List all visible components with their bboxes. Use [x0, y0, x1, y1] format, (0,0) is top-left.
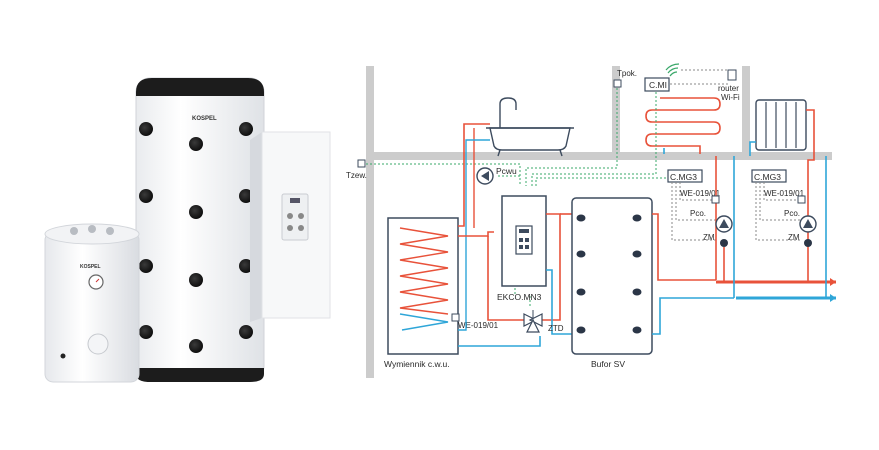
cmg-left-label: C.MG3 [670, 172, 697, 182]
tank-port [189, 205, 203, 219]
cmi-label: C.MI [649, 80, 667, 90]
valve-zm-left-icon [720, 239, 728, 247]
buffer-tank: Bufor SV [571, 197, 653, 369]
ztd-label: ZTD [548, 324, 564, 333]
tzew-label: Tzew. [346, 171, 367, 180]
installation-schema: Tpok. C.MI router Wi-Fi Tzew. [346, 63, 836, 378]
pcwu-label: Pcwu [496, 166, 517, 176]
we-sensor-left [711, 195, 720, 204]
tank-port [139, 122, 153, 136]
wifi-icon [665, 63, 680, 77]
dhw-exchanger: Wymiennik c.w.u. WE-019/01 [384, 217, 499, 369]
cmg-module-right [751, 169, 787, 183]
we-left-label: WE-019/01 [680, 189, 721, 198]
buffer-tank-brand: KOSPEL [192, 116, 217, 122]
product-photo: KOSPEL [44, 77, 331, 383]
router-icon [727, 69, 737, 81]
tank-port [189, 339, 203, 353]
flange-cover [87, 333, 109, 355]
tank-port [139, 325, 153, 339]
heating-circuit-right: C.MG3 WE-019/01 Pco. ZM [751, 156, 827, 298]
tpok-label: Tpok. [617, 69, 637, 78]
radiator-icon [749, 99, 815, 156]
wymiennik-label: Wymiennik c.w.u. [384, 359, 450, 369]
electric-boiler-product [250, 131, 331, 322]
we-boiler-label: WE-019/01 [458, 321, 499, 330]
ekco-boiler: EKCO.MN3 [497, 195, 547, 302]
pco-left-label: Pco. [690, 209, 706, 218]
dhw-tank-brand: KOSPEL [80, 264, 101, 270]
building-walls [366, 66, 832, 378]
we-sensor-right [797, 195, 806, 204]
tank-port [239, 325, 253, 339]
zm-right-label: ZM [788, 233, 800, 242]
tank-port [189, 273, 203, 287]
cmi-module [644, 77, 670, 92]
valve-zm-right-icon [804, 239, 812, 247]
buffer-tank-product: KOSPEL [135, 77, 265, 382]
tank-port [239, 122, 253, 136]
tank-port [239, 189, 253, 203]
router-label-2: Wi-Fi [721, 93, 740, 102]
we-sensor-boiler [451, 313, 460, 322]
tank-port [139, 259, 153, 273]
ekco-label: EKCO.MN3 [497, 292, 542, 302]
underfloor-heating-loop [645, 97, 721, 154]
tank-port [139, 189, 153, 203]
cmg-right-label: C.MG3 [754, 172, 781, 182]
tank-port [189, 137, 203, 151]
bufor-label: Bufor SV [591, 359, 625, 369]
heating-circuit-left: C.MG3 WE-019/01 Pco. ZM [667, 156, 735, 298]
router-label-1: router [718, 84, 739, 93]
bathtub-icon [486, 97, 574, 157]
room-sensor-icon [613, 79, 622, 88]
outdoor-sensor-icon [357, 159, 366, 168]
zm-left-label: ZM [703, 233, 715, 242]
three-way-valve-icon [523, 310, 543, 333]
tank-port [239, 259, 253, 273]
pco-right-label: Pco. [784, 209, 800, 218]
dhw-tank-product: KOSPEL [44, 223, 140, 383]
cmg-module-left [667, 169, 703, 183]
we-right-label: WE-019/01 [764, 189, 805, 198]
